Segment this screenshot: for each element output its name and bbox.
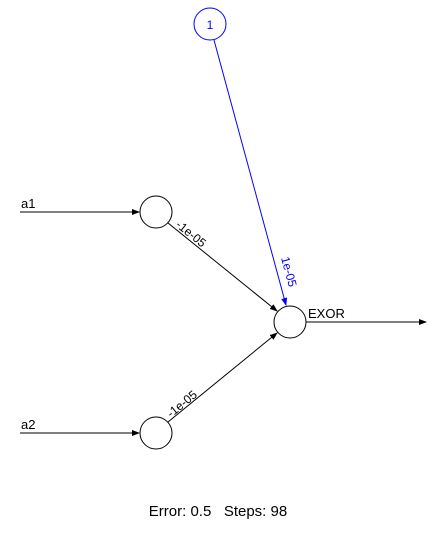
steps-value: 98 — [270, 503, 288, 520]
output-node — [273, 305, 307, 339]
output-label: EXOR — [308, 306, 345, 321]
bias-node — [193, 7, 227, 41]
error-value: 0.5 — [190, 503, 212, 520]
training-summary: Error: 0.5 Steps: 98 — [0, 503, 436, 520]
input-label-a2: a2 — [21, 417, 35, 432]
weight-edge-a2-output — [167, 332, 278, 423]
input-label-a1: a1 — [21, 196, 35, 211]
weight-label-bias: 1e-05 — [278, 255, 300, 289]
input-node-a2 — [139, 416, 173, 450]
bias-node-label: 1 — [207, 18, 214, 32]
weight-label-a2: -1e-05 — [164, 387, 200, 420]
input-node-a1 — [139, 195, 173, 229]
weight-edge-bias-output — [213, 39, 288, 306]
error-label: Error: — [148, 503, 187, 520]
steps-label: Steps: — [223, 503, 267, 520]
weight-edge-a1-output — [167, 222, 278, 312]
weight-label-a1: -1e-05 — [173, 217, 209, 250]
